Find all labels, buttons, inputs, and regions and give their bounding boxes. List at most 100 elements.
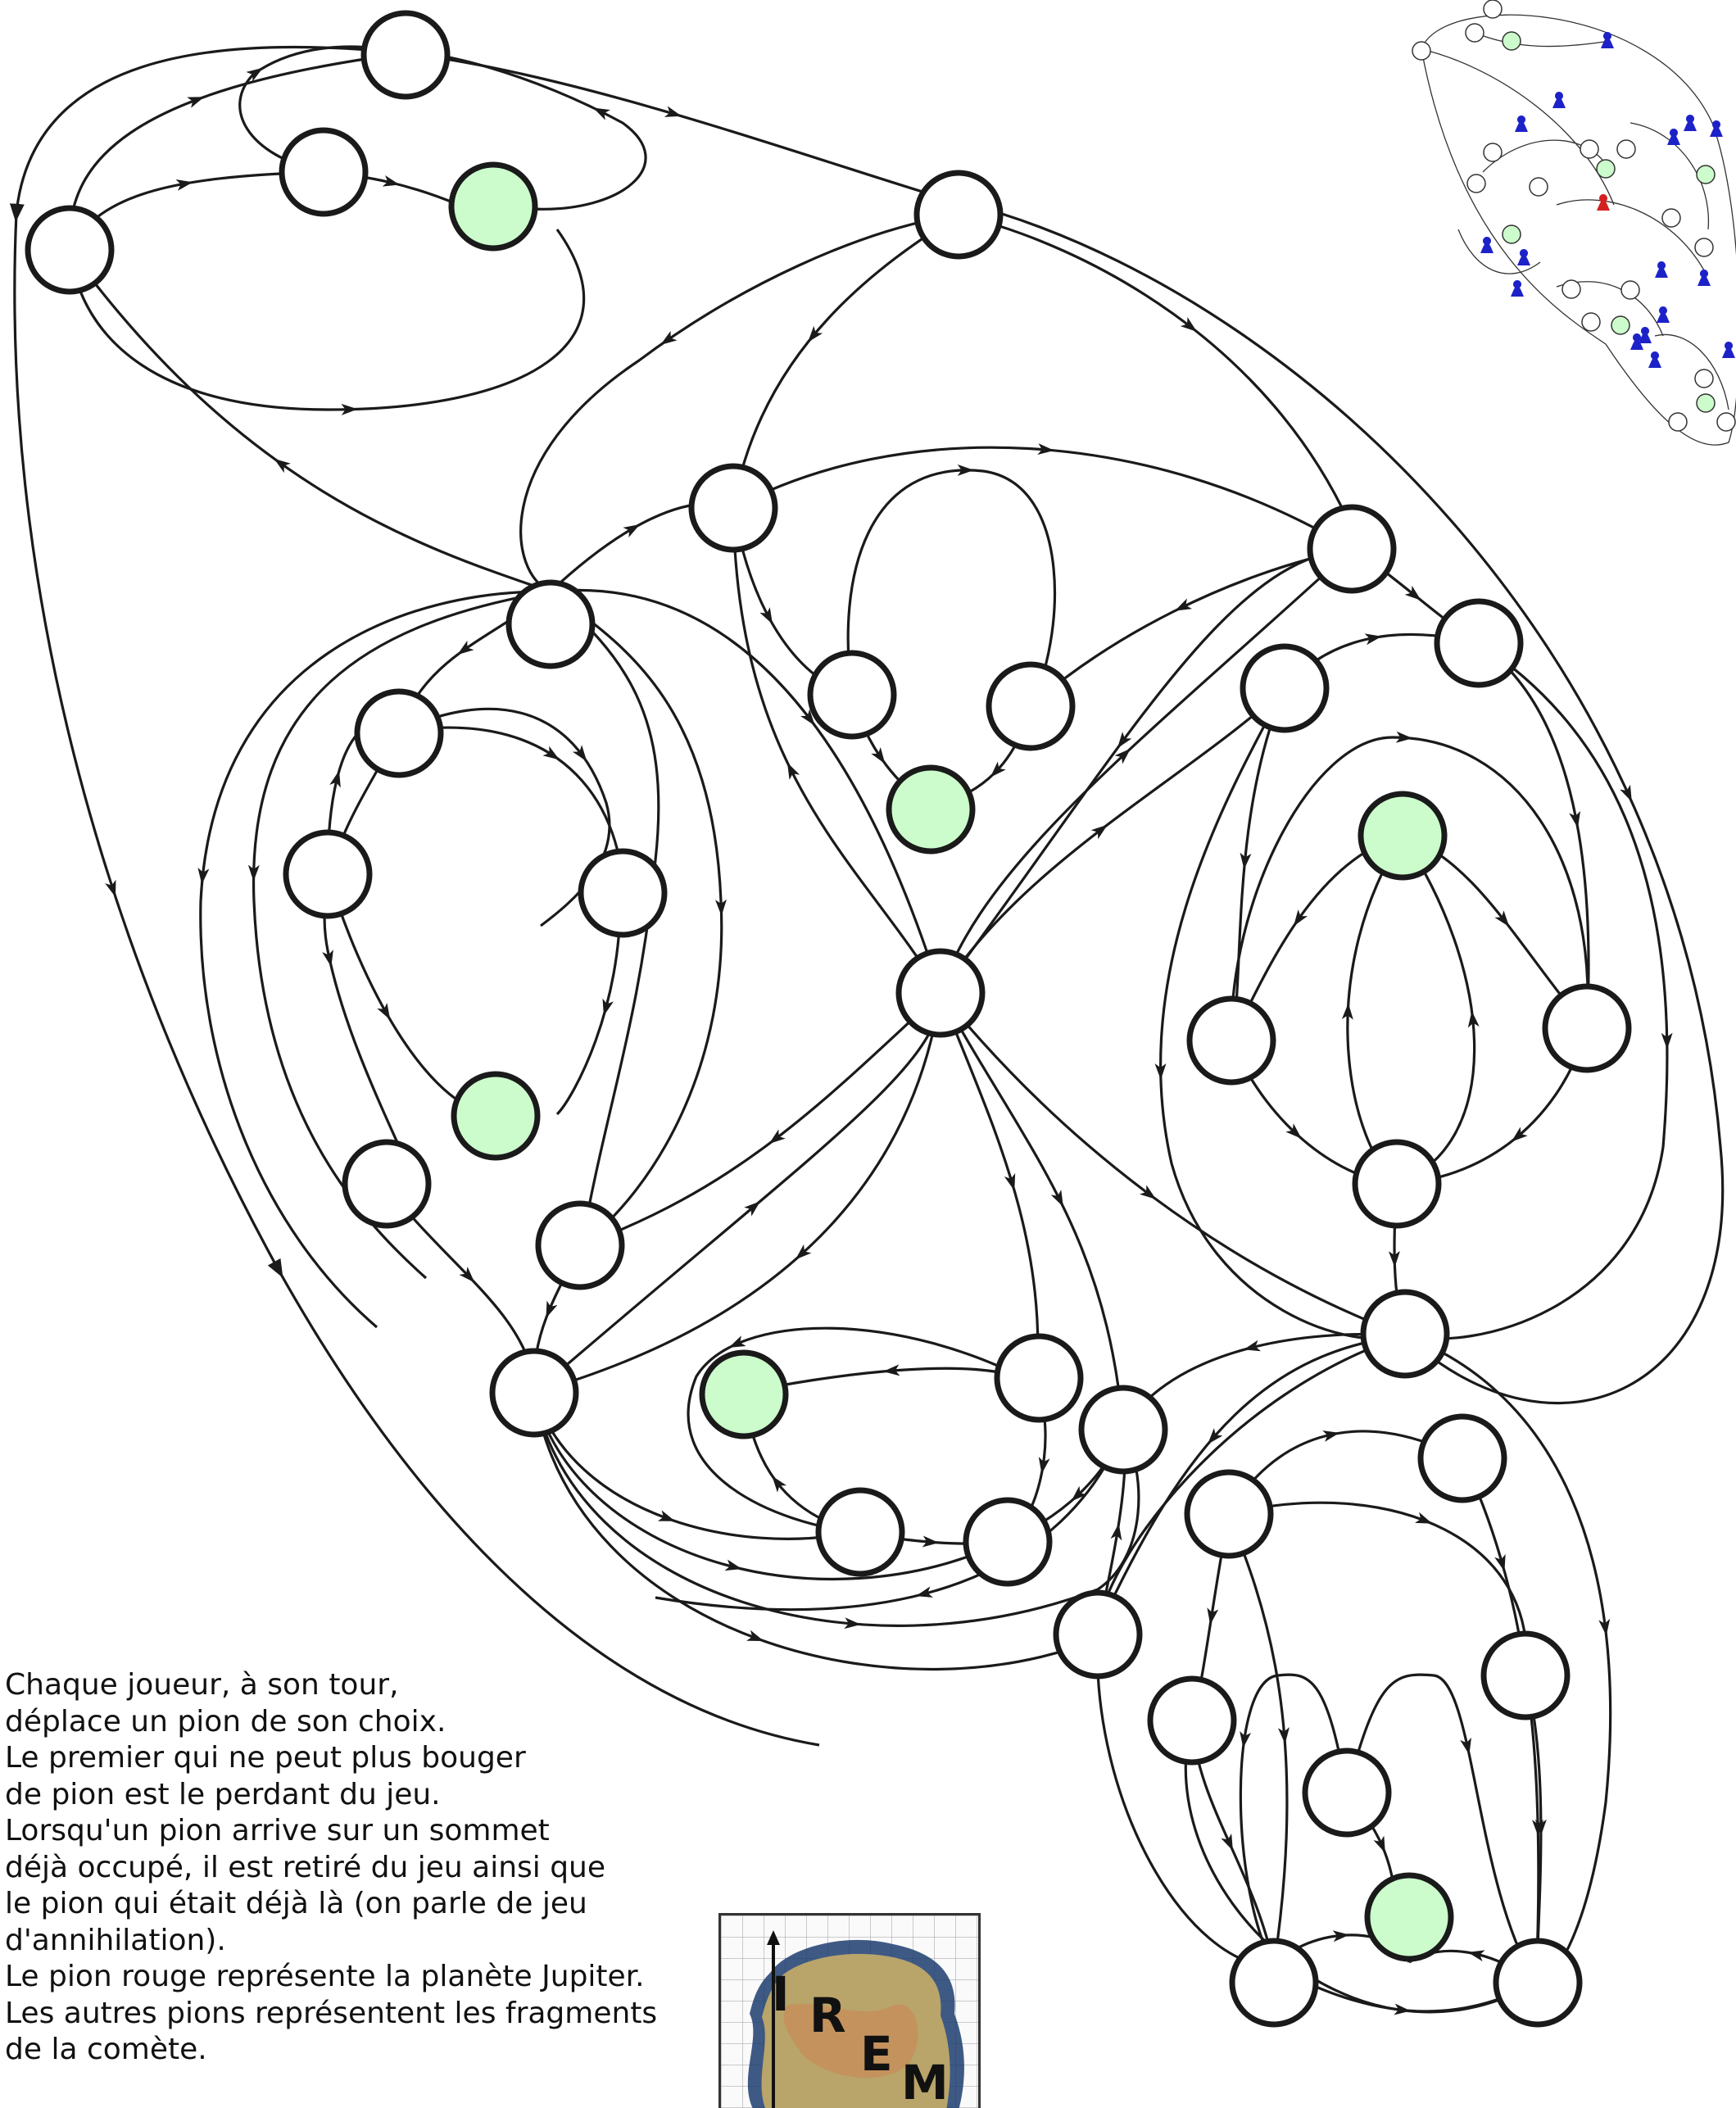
edge-arrowhead bbox=[1332, 1930, 1350, 1943]
edge-arrowhead bbox=[915, 1586, 933, 1598]
mini-node bbox=[1696, 393, 1716, 413]
rules-line: Lorsqu'un pion arrive sur un sommet bbox=[5, 1814, 550, 1847]
node-target-lower-right bbox=[1364, 1872, 1454, 1962]
node-target-left bbox=[451, 1071, 541, 1161]
mini-node bbox=[1596, 159, 1616, 179]
edge bbox=[958, 213, 1353, 529]
mini-node bbox=[1696, 165, 1716, 184]
rules-line: déplace un pion de son choix. bbox=[5, 1704, 446, 1739]
edge-arrowhead bbox=[546, 1300, 558, 1318]
edge bbox=[533, 1392, 1140, 1627]
edge-arrowhead bbox=[1004, 1173, 1016, 1191]
edge-arrowhead bbox=[1404, 585, 1421, 601]
edge-arrowhead bbox=[542, 746, 560, 760]
edge bbox=[939, 992, 1040, 1385]
mini-node bbox=[1483, 143, 1503, 162]
edge-arrowhead bbox=[105, 879, 116, 897]
mini-node bbox=[1581, 312, 1601, 332]
edge bbox=[1230, 736, 1589, 1041]
mini-node bbox=[1611, 315, 1630, 335]
edge-arrowhead bbox=[1569, 810, 1581, 828]
mini-node bbox=[1694, 238, 1714, 257]
node bbox=[1352, 1139, 1442, 1229]
node bbox=[1434, 598, 1524, 688]
fragment-piece bbox=[1511, 280, 1524, 297]
edge-arrowhead bbox=[759, 607, 773, 625]
edge-arrowhead bbox=[1460, 1737, 1471, 1755]
edge bbox=[732, 507, 942, 994]
edge-arrowhead bbox=[1139, 1185, 1157, 1199]
edge bbox=[1227, 1513, 1289, 1967]
node bbox=[963, 1497, 1053, 1587]
edge bbox=[199, 590, 551, 1329]
edge bbox=[549, 590, 660, 1246]
edge-arrowhead bbox=[1598, 1618, 1611, 1636]
rules-line: Chaque joueur, à son tour, bbox=[5, 1668, 399, 1702]
mini-node bbox=[1694, 369, 1714, 388]
fragment-piece bbox=[1710, 120, 1723, 137]
edge-arrowhead bbox=[882, 1364, 900, 1376]
edge-arrowhead bbox=[1221, 1834, 1233, 1852]
edge-arrowhead bbox=[1364, 633, 1382, 646]
node bbox=[994, 1333, 1084, 1423]
edge-arrowhead bbox=[1038, 1457, 1050, 1475]
fragment-piece bbox=[1639, 327, 1652, 343]
node bbox=[986, 661, 1076, 751]
edge-arrowhead bbox=[247, 864, 260, 882]
fragment-piece bbox=[1697, 270, 1711, 286]
edge-arrowhead bbox=[1050, 1190, 1063, 1208]
edge-arrowhead bbox=[592, 107, 611, 120]
edge-arrowhead bbox=[664, 106, 682, 117]
node bbox=[279, 127, 369, 217]
node bbox=[1302, 1748, 1392, 1838]
fragment-piece bbox=[1552, 92, 1566, 108]
edge bbox=[1228, 1501, 1528, 1676]
node-target-mid-top bbox=[886, 764, 976, 855]
mini-node bbox=[1412, 41, 1431, 61]
mini-node bbox=[1668, 412, 1688, 432]
node bbox=[354, 688, 444, 778]
edge-arrowhead bbox=[800, 709, 815, 726]
edge-arrowhead bbox=[246, 67, 263, 82]
edge bbox=[68, 249, 551, 593]
edge-arrowhead bbox=[1467, 1950, 1485, 1962]
edge-arrowhead bbox=[957, 464, 974, 476]
mini-node bbox=[1561, 279, 1581, 299]
mini-node bbox=[1465, 23, 1484, 43]
edge-arrowhead bbox=[175, 179, 193, 191]
edge bbox=[846, 469, 1057, 707]
edge-arrowhead bbox=[728, 1335, 746, 1348]
fragment-piece bbox=[1684, 115, 1697, 131]
edge bbox=[1345, 1673, 1538, 1983]
edge-arrowhead bbox=[1467, 1010, 1480, 1028]
node bbox=[1480, 1630, 1571, 1720]
edge-arrowhead bbox=[1117, 732, 1132, 749]
edge-arrowhead bbox=[1110, 1523, 1122, 1541]
irem-logo: I R E M bbox=[718, 1913, 981, 2108]
edge-arrowhead bbox=[1388, 1250, 1400, 1268]
edge-arrowhead bbox=[786, 762, 800, 780]
edge-arrowhead bbox=[1037, 443, 1054, 456]
edge-arrowhead bbox=[724, 1559, 742, 1571]
node bbox=[688, 463, 778, 553]
edge-arrowhead bbox=[1114, 748, 1131, 764]
edge-arrowhead bbox=[1174, 598, 1192, 611]
logo-letter-r: R bbox=[809, 1988, 846, 2043]
edge-arrowhead bbox=[1071, 1485, 1087, 1502]
edge bbox=[9, 45, 820, 1747]
edge-arrowhead bbox=[1620, 784, 1632, 802]
edge-arrowhead bbox=[1394, 2003, 1411, 2015]
edge-arrowhead bbox=[1285, 1123, 1302, 1139]
edge-arrowhead bbox=[768, 1129, 786, 1145]
edge-arrowhead bbox=[1661, 1032, 1673, 1049]
mini-node bbox=[1502, 31, 1521, 51]
fragment-piece bbox=[1648, 351, 1661, 368]
edge bbox=[687, 1326, 1037, 1534]
edge-arrowhead bbox=[1180, 317, 1197, 332]
edge bbox=[939, 547, 1353, 994]
edge bbox=[581, 991, 942, 1247]
edge-arrowhead bbox=[1207, 1607, 1219, 1625]
edge bbox=[999, 211, 1725, 1405]
edge-arrowhead bbox=[274, 458, 291, 474]
edge bbox=[323, 731, 419, 1189]
